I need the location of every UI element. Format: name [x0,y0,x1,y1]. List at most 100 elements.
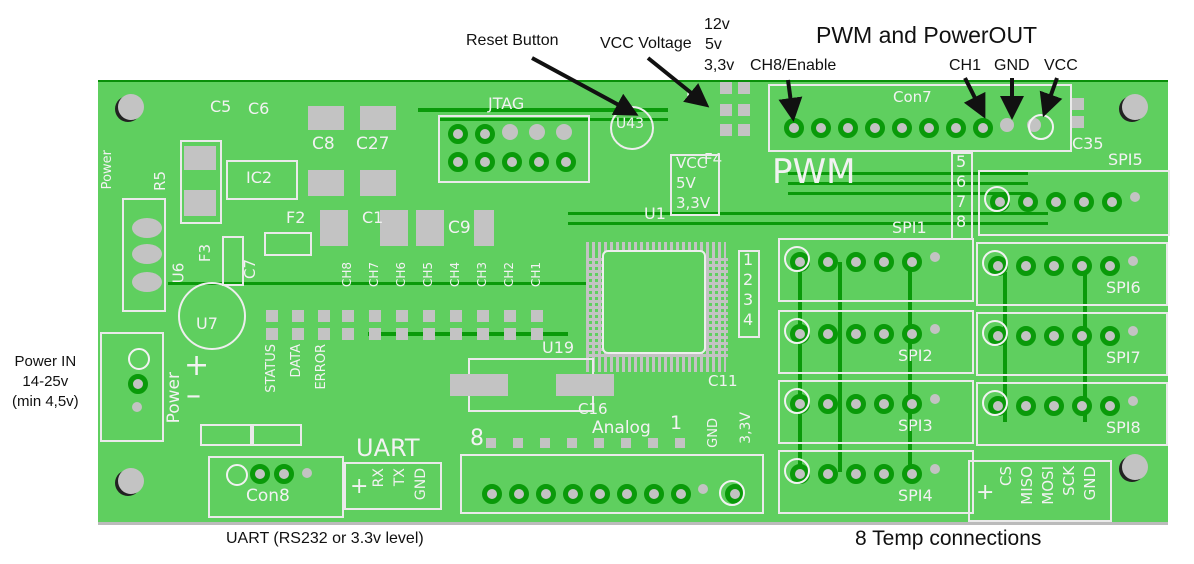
vcc-jumper-pad[interactable] [720,124,732,136]
spi-pin [1044,396,1064,416]
mount-hole [1122,454,1148,480]
pwm-num-3: 3 [743,290,754,309]
spi-connector-5[interactable] [978,170,1170,236]
channel-led-pad [369,328,381,340]
spi-pin1-marker [982,250,1008,276]
power-in-range: 14-25v [22,373,69,390]
spi-pin [1100,326,1120,346]
analog-connector[interactable] [460,454,764,514]
analog-gnd-label: GND [706,418,721,448]
spi-pin [1044,256,1064,276]
spi-pin [818,324,838,344]
analog-pin [671,484,691,504]
f3-fuse [222,236,244,286]
spi-connector-8[interactable] [976,382,1168,446]
ic2-regulator [226,160,298,200]
analog-pin [482,484,502,504]
uart-pin-label: TX [392,468,408,487]
u1-mcu [602,250,706,354]
channel-led-pad [342,328,354,340]
spi-pin [818,252,838,272]
spi-pin [1128,396,1138,406]
uart-pin-label: + [350,474,369,499]
status-led-pad [266,310,278,322]
analog-1-label: 1 [670,412,683,434]
spi-connector-7[interactable] [976,312,1168,376]
spi-pin [818,394,838,414]
channel-led-pad [450,328,462,340]
con7-vcc-pin-marker [1028,114,1054,140]
pwm-num-6: 6 [956,172,967,191]
analog-pad [486,438,496,448]
spi-connector-4[interactable] [778,450,974,514]
channel-led-pad [477,328,489,340]
led-label-error: ERROR [314,344,329,390]
analog-pin [509,484,529,504]
jtag-header[interactable] [438,115,590,183]
u43-label: U43 [616,116,645,132]
spi-connector-3[interactable] [778,380,974,444]
gnd-label: GND [994,57,1030,74]
spi-pin [846,324,866,344]
c6-label: C6 [248,99,270,118]
vcc-jumper-pad[interactable] [738,104,750,116]
power-connector[interactable] [100,332,164,442]
power-connector-label: Power [164,372,184,424]
spi-pin [874,464,894,484]
spi-pin [1018,192,1038,212]
f3-label: F3 [196,243,215,263]
u7-label: U7 [196,314,218,333]
c8-label: C8 [312,134,335,154]
analog-label: Analog [592,418,651,438]
jtag-pin [448,152,468,172]
status-led-pad [292,328,304,340]
vcc-jumper-pad[interactable] [720,104,732,116]
spi-pin [902,394,922,414]
analog-pin [617,484,637,504]
analog-pad [675,438,685,448]
spi-pin1-marker [982,390,1008,416]
con7-pin [973,118,993,138]
con7-label: Con7 [893,88,932,106]
voltage-12v-label: 12v [704,16,730,33]
spi-pin-label-box [968,460,1112,522]
spi-connector-2[interactable] [778,310,974,374]
status-led-pad [318,328,330,340]
pcb-board: JTAG U43 F1 F4 Con7 C35 PWM 5 6 7 8 VCC … [98,80,1170,522]
c7-label: C7 [241,258,260,280]
con8-uart-connector[interactable] [208,456,344,518]
spi-pin [846,464,866,484]
f2-label: F2 [286,208,306,227]
spi-pin [930,464,940,474]
analog-pin [536,484,556,504]
spi-pin [874,324,894,344]
voltage-33v-label: 3,3v [704,57,735,74]
spi-pin [1130,192,1140,202]
channel-label-ch7: CH7 [367,262,381,288]
analog-pad [567,438,577,448]
channel-led-pad [450,310,462,322]
spi-connector-1[interactable] [778,238,974,302]
spi-pin1-marker [784,318,810,344]
spi-pin [1100,396,1120,416]
vcc-jumper-pad[interactable] [738,82,750,94]
c27-label: C27 [356,134,390,154]
analog-8-label: 8 [470,426,484,451]
con7-pin [865,118,885,138]
vcc-jumper-pad[interactable] [720,82,732,94]
channel-label-ch4: CH4 [448,262,462,288]
spi-pin-label: CS [997,466,1015,486]
pwm-num-2: 2 [743,270,754,289]
pwm-num-8: 8 [956,212,967,231]
vcc-select-box [670,154,720,216]
spi-pin [1016,256,1036,276]
spi-connector-6[interactable] [976,242,1168,306]
con7-pwm-connector[interactable] [768,84,1072,152]
jtag-pin [475,124,495,144]
spi-pin1-marker [784,388,810,414]
con7-pin [1000,118,1014,132]
spi-label-2: SPI2 [898,346,933,365]
con7-pin [946,118,966,138]
vcc-jumper-pad[interactable] [738,124,750,136]
spi-pin [1128,326,1138,336]
